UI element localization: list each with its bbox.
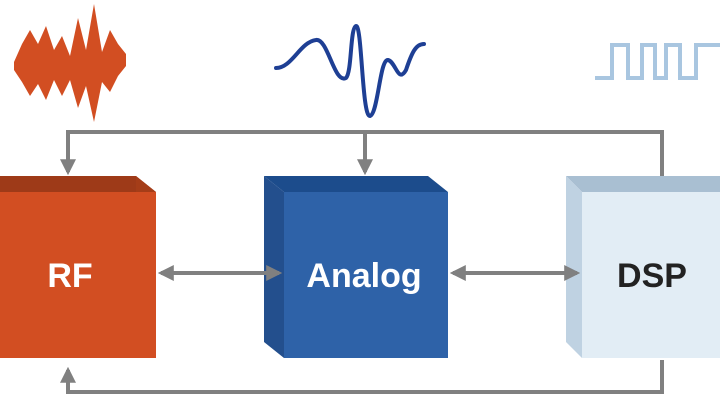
dsp-block-face bbox=[582, 192, 720, 358]
bottom-feedback-loop bbox=[60, 360, 664, 394]
top-signal-bus bbox=[68, 130, 664, 178]
analog-block-label: Analog bbox=[306, 257, 421, 295]
rf-noise-waveform-icon bbox=[14, 4, 126, 122]
analog-sine-waveform-icon bbox=[274, 23, 426, 119]
digital-square-waveform-icon bbox=[595, 43, 720, 80]
analog-block-left-face bbox=[264, 176, 284, 358]
rf-block-top-face bbox=[0, 176, 156, 192]
rf-block-face bbox=[0, 192, 156, 358]
analog-block-face bbox=[284, 192, 448, 358]
dsp-block-label: DSP bbox=[617, 257, 687, 295]
dsp-block-top-face bbox=[566, 176, 720, 192]
rf-block: RF bbox=[0, 176, 156, 358]
analog-block: Analog bbox=[264, 176, 448, 358]
dsp-block-left-face bbox=[566, 176, 582, 358]
dsp-block: DSP bbox=[566, 176, 720, 358]
analog-block-top-face bbox=[264, 176, 448, 192]
rf-block-label: RF bbox=[47, 257, 92, 295]
